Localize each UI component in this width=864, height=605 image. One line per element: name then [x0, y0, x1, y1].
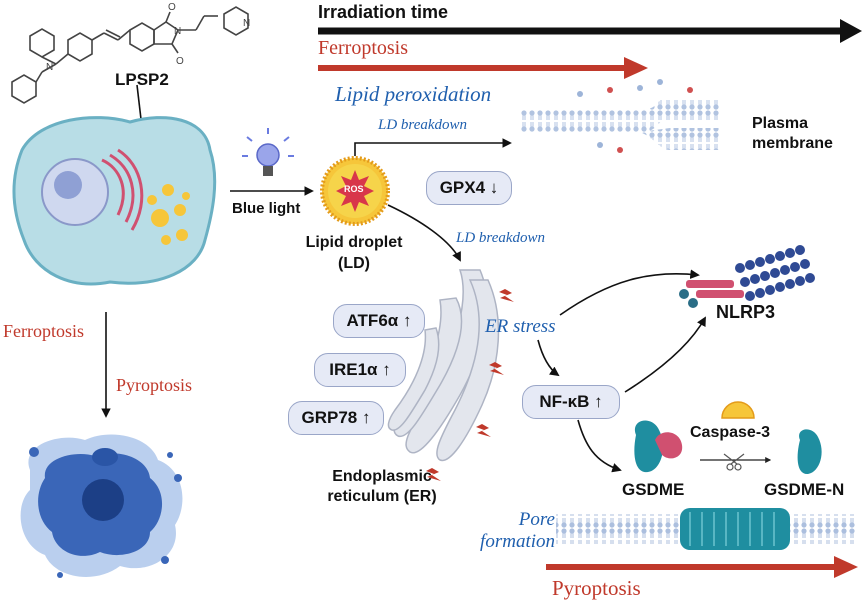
ros-label: ROS [344, 184, 364, 194]
pore-formation-label: Pore formation [480, 509, 555, 552]
pyroptosis-arrow-label: Pyroptosis [552, 576, 641, 600]
stress-bolt-icons [426, 289, 514, 481]
lpsp2-structure [11, 6, 249, 104]
side-pyroptosis-label: Pyroptosis [116, 375, 193, 395]
nlrp3-label: NLRP3 [716, 302, 776, 322]
caspase-3-label: Caspase-3 [690, 424, 771, 441]
er-label: Endoplasmic reticulum (ER) [327, 468, 437, 505]
n-atom-amine: N [46, 62, 53, 73]
ferroptosis-arrow-label: Ferroptosis [318, 37, 408, 59]
lipid-droplet [320, 156, 390, 226]
er-to-nfkb-arrow [537, 339, 560, 377]
pore-membrane [556, 508, 856, 550]
healthy-cell [12, 116, 217, 286]
ld-breakdown-er-arrow [387, 204, 461, 262]
pyroptosis-progress-arrow [546, 556, 858, 578]
n-atom-pyridine: N [243, 18, 250, 29]
compound-label: LPSP2 [115, 70, 169, 89]
atf6-pill: ATF6α ↑ [333, 304, 425, 338]
irradiation-time-label: Irradiation time [318, 2, 449, 22]
plasma-membrane [520, 79, 720, 153]
ld-breakdown-top-label: LD breakdown [378, 117, 468, 133]
er-stress-label: ER stress [485, 316, 556, 337]
nfkb-to-nlrp3-arrow [624, 316, 706, 393]
nfkb-to-gsdme-arrow [577, 419, 622, 473]
gpx4-pill: GPX4 ↓ [426, 171, 512, 205]
ire1-pill: IRE1α ↑ [314, 353, 406, 387]
irradiation-time-arrow [318, 19, 862, 43]
nfkb-pill: NF-κB ↑ [522, 385, 620, 419]
ld-breakdown-membrane-arrow [354, 138, 512, 156]
gsdme-label: GSDME [622, 480, 685, 499]
ld-breakdown-mid-label: LD breakdown [456, 230, 546, 246]
ferroptosis-progress-arrow [318, 57, 648, 79]
grp78-pill: GRP78 ↑ [288, 401, 384, 435]
nlrp3-complex [679, 245, 815, 308]
lipid-peroxidation-label: Lipid peroxidation [335, 82, 492, 106]
lipid-droplet-label: Lipid droplet (LD) [305, 234, 403, 272]
scissors-icon [723, 453, 745, 471]
endoplasmic-reticulum [387, 269, 500, 462]
gsdme-n-label: GSDME-N [764, 480, 845, 499]
caspase-3-icon [721, 401, 755, 419]
gsdme-n-protein [797, 429, 822, 475]
n-atom-imide: N [174, 26, 181, 37]
plasma-membrane-label: Plasma membrane [752, 115, 833, 152]
light-bulb-icon [242, 128, 294, 176]
gsdme-protein [634, 420, 683, 473]
pyroptotic-cell [20, 434, 183, 578]
er-to-nlrp3-arrow [559, 269, 700, 316]
o-atom-top: O [168, 2, 176, 13]
side-ferroptosis-label: Ferroptosis [3, 321, 84, 341]
o-atom-bottom: O [176, 56, 184, 67]
blue-light-label: Blue light [232, 200, 301, 217]
